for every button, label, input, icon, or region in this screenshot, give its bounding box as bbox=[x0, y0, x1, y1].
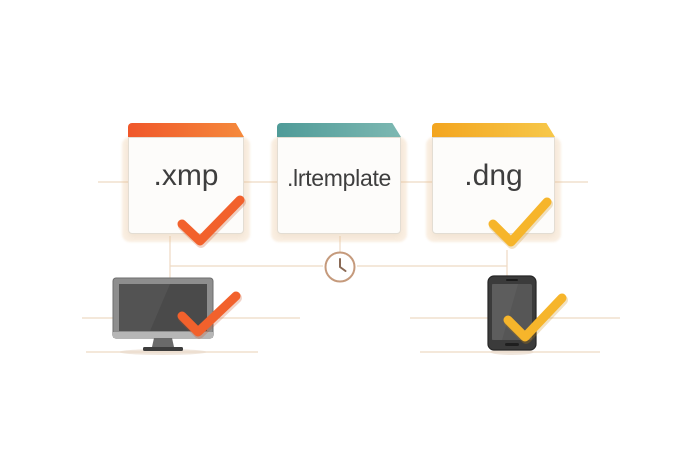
card-tab-amber bbox=[432, 123, 555, 137]
card-tab-teal bbox=[277, 123, 401, 137]
checkmark-orange-icon bbox=[177, 291, 242, 339]
checkmark-amber-icon bbox=[503, 293, 568, 344]
file-extension-label: .lrtemplate bbox=[286, 165, 392, 191]
card-body bbox=[277, 137, 401, 234]
file-extension-label: .dng bbox=[464, 159, 523, 192]
file-card-lrtemplate: .lrtemplate bbox=[271, 123, 407, 242]
checkmark-orange-icon bbox=[177, 195, 246, 248]
file-extension-label: .xmp bbox=[153, 159, 219, 192]
clock-icon bbox=[324, 251, 356, 283]
card-tab-orange bbox=[128, 123, 244, 137]
file-card-dng: .dng bbox=[426, 123, 561, 242]
checkmark-amber-icon bbox=[488, 197, 553, 249]
